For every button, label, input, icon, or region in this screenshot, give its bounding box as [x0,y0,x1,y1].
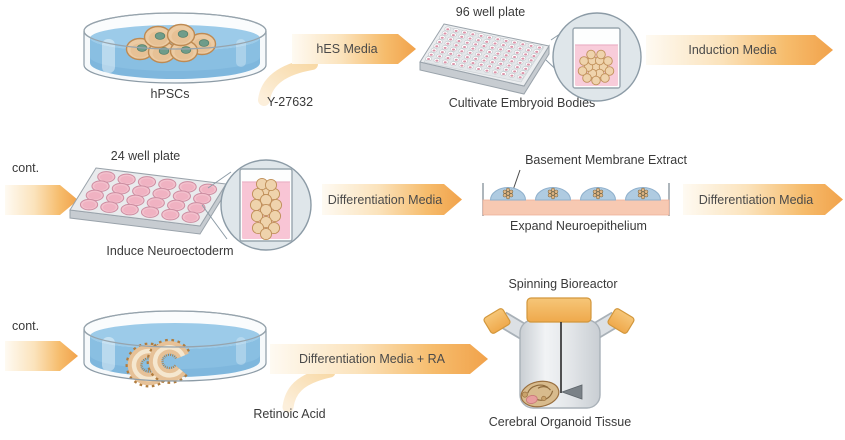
substrate [482,199,670,216]
y27632-label: Y-27632 [266,95,314,109]
arrow-differentiation-media-ra: Differentiation Media + RA [270,344,488,374]
impeller [560,384,583,400]
neuroectoderm-aggregate [249,177,283,241]
arrow-induction-media-label: Induction Media [688,43,777,57]
arrow-hes-media: hES Media [292,34,416,64]
bioreactor-title: Spinning Bioreactor [508,277,618,291]
side-port-cap-right [607,308,635,334]
cont-label-row2: cont. [12,161,40,175]
cont-label-row3: cont. [12,319,40,333]
bioreactor-caption: Cerebral Organoid Tissue [488,415,632,429]
neural-organoid-right [146,338,191,384]
bme-label: Basement Membrane Extract [525,153,687,167]
retinoic-acid-label: Retinoic Acid [253,407,326,421]
plate-24-caption: Induce Neuroectoderm [106,244,234,258]
arrow-cont-row3 [5,341,78,371]
arrow-differentiation-media-2: Differentiation Media [683,184,843,215]
arrow-differentiation-media-2-label: Differentiation Media [698,192,814,207]
arrow-induction-media: Induction Media [646,35,833,65]
embryoid-body [577,49,615,86]
plate-24-title: 24 well plate [110,149,181,163]
magnifier-embryoid-body [545,12,642,102]
side-port-cap-left [483,308,511,334]
neuroepithelium-stage [482,169,670,216]
plate-24-well [69,167,227,235]
arrow-differentiation-media-ra-label: Differentiation Media + RA [298,352,446,366]
plate-96-title: 96 well plate [455,5,526,19]
plate-96-caption: Cultivate Embryoid Bodies [448,96,596,110]
magnifier-neuroectoderm [201,159,312,251]
arrow-differentiation-media-1: Differentiation Media [322,184,462,215]
arrow-differentiation-media-1-label: Differentiation Media [327,192,443,207]
cerebral-organoid [520,380,560,408]
arrow-hes-media-label: hES Media [316,42,378,56]
hpscs-label: hPSCs [150,87,190,101]
plate-96-wells [425,26,543,80]
petri-dish-hpscs [83,12,267,84]
plate-24-wells [79,171,218,223]
y27632-branch [258,58,318,106]
top-cap [526,297,592,323]
matrigel-droplets [489,187,662,201]
spinning-bioreactor [483,297,635,409]
neural-organoid-left [125,342,170,388]
plate-96-well [419,23,550,95]
neuroepithelium-caption: Expand Neuroepithelium [510,219,647,233]
arrow-cont-row2 [5,185,78,215]
petri-dish-organoids [83,310,267,388]
